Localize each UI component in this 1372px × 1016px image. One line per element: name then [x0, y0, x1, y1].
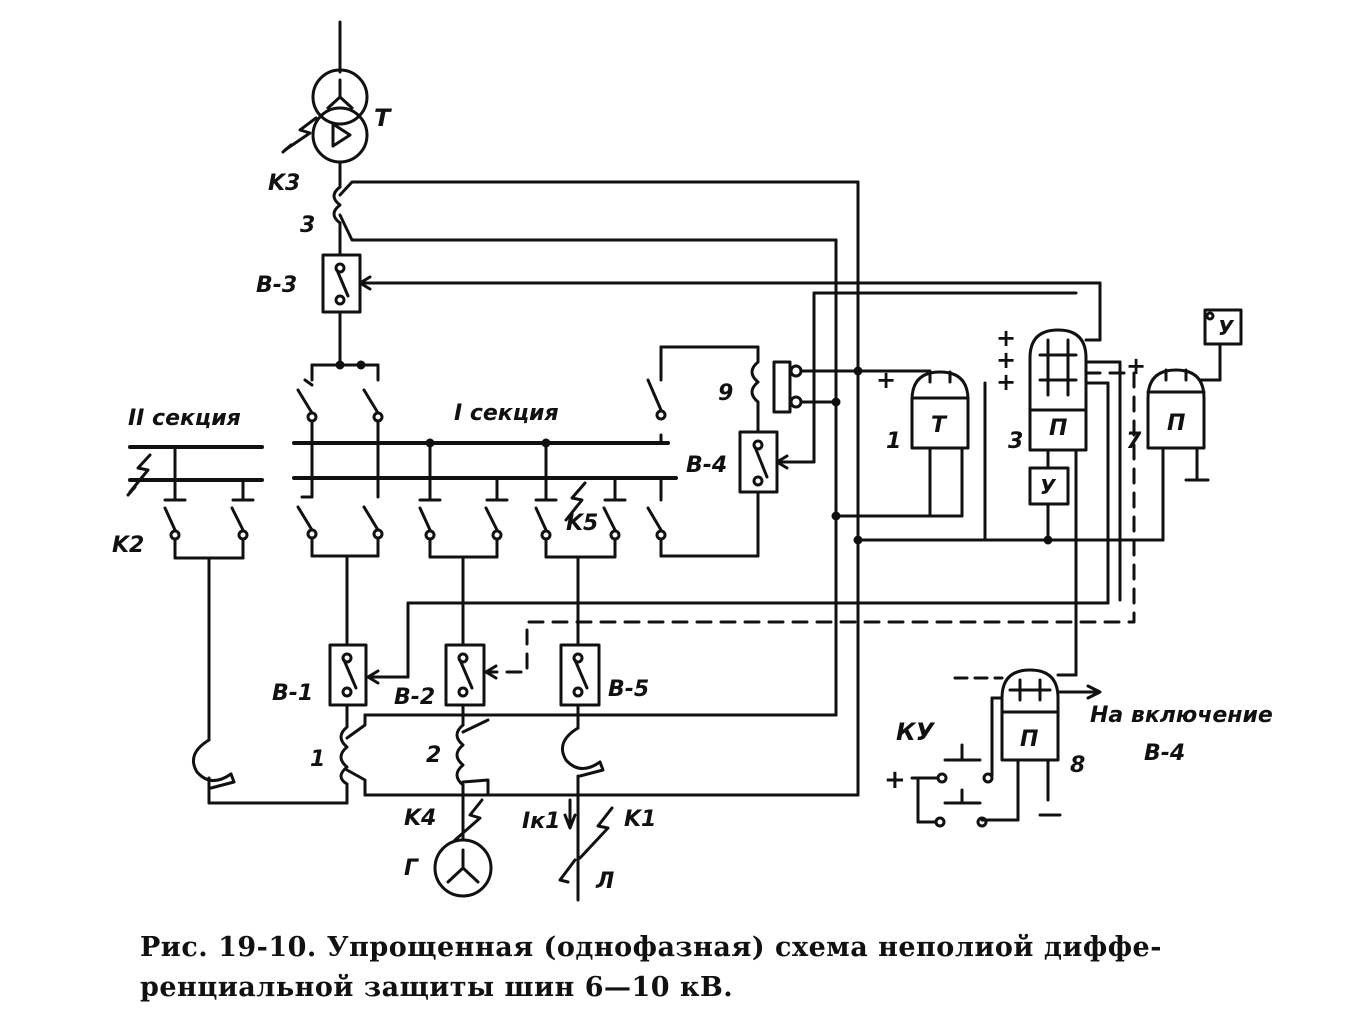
ct-1	[207, 713, 367, 805]
control-key-ky	[910, 743, 988, 828]
label-ct-2: 2	[426, 743, 441, 768]
label-relay-3-box: П	[1049, 416, 1067, 441]
section-1-feeders	[296, 438, 627, 647]
label-breaker-b1: B-1	[272, 681, 313, 706]
label-fault-k5: K5	[566, 511, 598, 536]
ct-2	[453, 718, 490, 842]
figure-caption: Рис. 19-10. Упрощенная (однофазная) схем…	[140, 928, 1260, 1008]
relay-1	[910, 370, 970, 518]
dashed-b2-circuit	[484, 371, 1136, 674]
caption-line-2: ренциальной защиты шин 6—10 кВ.	[140, 972, 734, 1003]
label-plus-3c: +	[996, 368, 1016, 396]
label-relay-1-num: 1	[886, 429, 901, 454]
label-line: Л	[595, 869, 614, 894]
label-breaker-b4: B-4	[686, 453, 727, 478]
relay-8	[953, 668, 1102, 822]
busbars	[128, 441, 678, 482]
label-section-2: II секция	[128, 406, 241, 431]
label-plus-1: +	[876, 366, 896, 394]
bus-disconnectors-top	[296, 363, 384, 499]
label-section-1: I секция	[454, 401, 559, 426]
caption-line-1: Рис. 19-10. Упрощенная (однофазная) схем…	[140, 932, 1162, 963]
schematic-labels: T K3 3 B-3 II секция I секция K2 9 B-4 K…	[112, 104, 1273, 894]
relay-7	[1146, 308, 1243, 542]
label-transformer: T	[374, 104, 392, 132]
label-relay-8-num: 8	[1070, 753, 1085, 778]
label-plus-3b: +	[996, 346, 1016, 374]
breaker-b1	[328, 643, 368, 729]
section-2-feeder	[126, 445, 255, 742]
transformer-t	[281, 20, 369, 189]
breaker-b5	[559, 643, 601, 730]
label-fault-k4: K4	[404, 806, 436, 831]
label-plus-ky: +	[884, 765, 906, 795]
label-fault-k1: K1	[624, 807, 656, 832]
label-fault-k2: K2	[112, 533, 144, 558]
label-relay-9: 9	[718, 381, 733, 406]
label-relay-1-box: T	[931, 413, 948, 438]
label-relay-7-num: 7	[1126, 429, 1142, 454]
label-relay-3-num: 3	[1008, 429, 1023, 454]
label-current-ik1: Iк1	[522, 809, 560, 834]
label-closing-text-1: На включение	[1090, 703, 1273, 728]
label-control-key: КУ	[896, 718, 936, 746]
breaker-b3	[321, 253, 1102, 367]
label-fault-k3: K3	[268, 171, 300, 196]
label-breaker-b3: B-3	[256, 273, 297, 298]
label-relay-8-box: П	[1020, 727, 1038, 752]
label-plus-3a: +	[996, 324, 1016, 352]
label-ct-1: 1	[310, 747, 325, 772]
relay-3	[366, 281, 1122, 685]
label-signal-y-top: У	[1218, 316, 1235, 340]
label-closing-text-2: B-4	[1144, 741, 1185, 766]
ct-3	[332, 180, 860, 257]
label-relay-7-box: П	[1167, 411, 1185, 436]
secondary-wiring	[363, 180, 1165, 797]
label-breaker-b2: B-2	[394, 685, 435, 710]
label-plus-7: +	[1126, 352, 1146, 380]
label-generator: Г	[404, 856, 419, 881]
label-breaker-b5: B-5	[608, 677, 649, 702]
label-signal-y-mid: У	[1040, 475, 1057, 499]
ct-line-l	[192, 726, 614, 902]
label-ct-3: 3	[300, 213, 315, 238]
generator-g	[433, 838, 493, 898]
breaker-b2	[444, 643, 486, 727]
